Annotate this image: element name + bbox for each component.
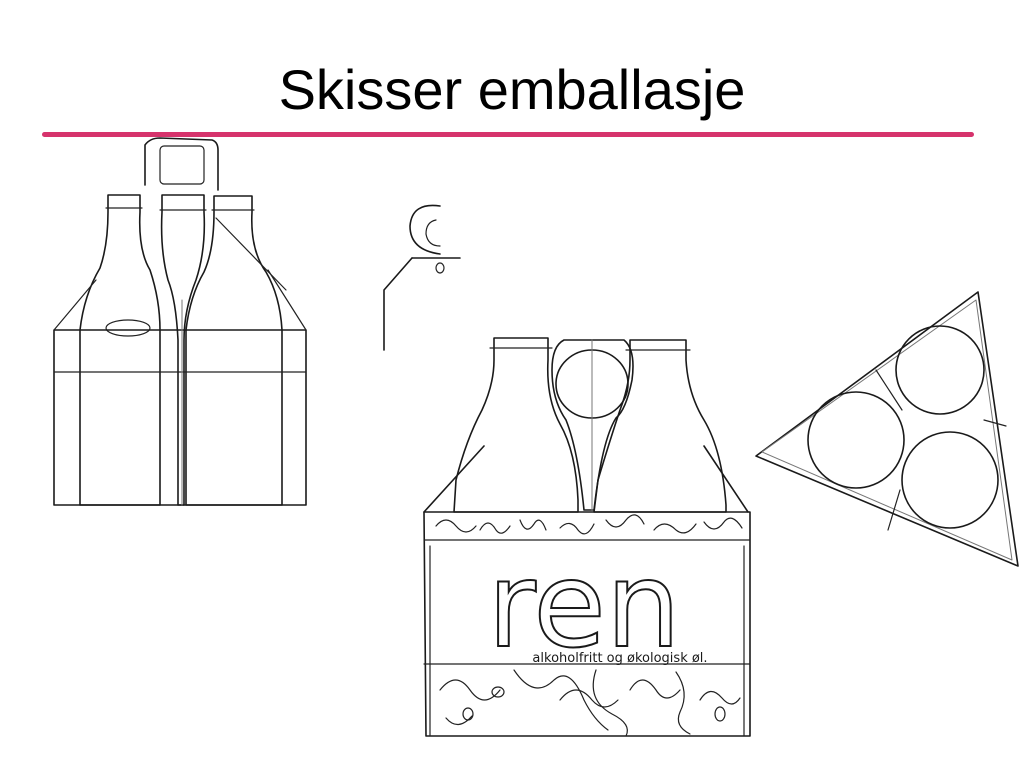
sketch-triangle-pack (755, 291, 1019, 567)
sketch-partial (383, 204, 461, 351)
sketch-ren-box: ren alkoholfritt og økologisk øl. (423, 337, 751, 737)
title-divider (42, 132, 974, 137)
sketch-carrier-front (53, 137, 307, 506)
brand-text: ren (487, 536, 680, 674)
slide-title: Skisser emballasje (278, 58, 746, 121)
brand-tagline: alkoholfritt og økologisk øl. (532, 651, 707, 666)
